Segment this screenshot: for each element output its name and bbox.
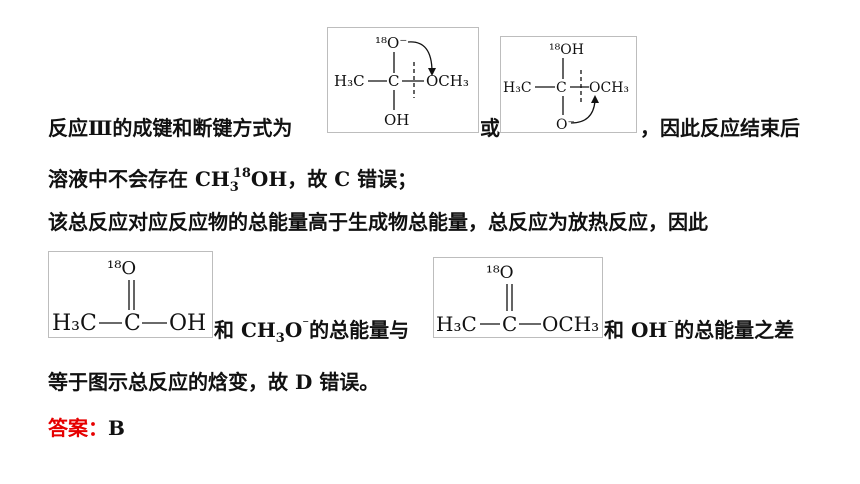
structure-3: ¹⁸O H₃C C OH — [48, 251, 213, 338]
structure-2: ¹⁸OH H₃C C OCH₃ O⁻ — [500, 36, 637, 133]
line4-part1: 和 CH3O⁻的总能量与 — [214, 314, 410, 346]
line2: 溶液中不会存在 CH318OH，故 C 错误； — [48, 163, 418, 195]
line2-letter: C — [334, 167, 351, 191]
s3-top: ¹⁸O — [107, 258, 136, 279]
answer-line: 答案：B — [48, 412, 125, 441]
answer-label: 答案： — [48, 416, 108, 440]
structure-4: ¹⁸O H₃C C OCH₃ — [433, 257, 603, 338]
s3-center: C — [124, 311, 141, 336]
s4-center: C — [502, 312, 517, 336]
s1-center: C — [388, 72, 399, 90]
line4-part2: 和 OH⁻的总能量之差 — [604, 314, 794, 343]
s1-left: H₃C — [334, 72, 365, 90]
line4-post: 的总能量之差 — [674, 318, 795, 342]
s1-bottom: OH — [384, 111, 409, 129]
s2-right: OCH₃ — [589, 80, 629, 96]
line4-and1: 和 CH — [214, 318, 276, 342]
line4-o: O — [284, 318, 303, 342]
s2-top: ¹⁸OH — [549, 42, 584, 58]
answer-value: B — [108, 416, 125, 440]
line3: 该总反应对应反应物的总能量高于生成物总能量，总反应为放热反应，因此 — [48, 210, 708, 234]
line4-sub1: 3 — [275, 331, 285, 346]
line2-pre: 溶液中不会存在 CH — [48, 167, 230, 191]
line4-minus: ⁻ — [302, 317, 310, 332]
s1-right: OCH₃ — [426, 72, 469, 90]
line4-minus2: ⁻ — [667, 317, 675, 332]
s3-right: OH — [169, 311, 206, 336]
line2-sub: 3 — [229, 180, 239, 195]
line5: 等于图示总反应的焓变，故 D 错误。 — [48, 370, 380, 394]
line2-post: 错误； — [350, 167, 418, 191]
line1-pre: 反应Ⅲ的成键和断键方式为 — [48, 116, 293, 140]
s4-left: H₃C — [436, 312, 477, 336]
line4-and2: 和 OH — [604, 318, 668, 342]
s4-top: ¹⁸O — [486, 263, 514, 283]
s2-center: C — [556, 80, 567, 96]
line4-mid: 的总能量与 — [309, 318, 410, 342]
line2-sup: 18 — [232, 166, 251, 181]
s2-bottom: O⁻ — [556, 117, 575, 132]
line1-post: ，因此反应结束后 — [640, 116, 800, 140]
s2-left: H₃C — [503, 80, 532, 96]
line2-mid: OH，故 — [250, 167, 335, 191]
s4-right: OCH₃ — [542, 312, 599, 336]
line1-or: 或 — [480, 116, 500, 140]
structure-1: ¹⁸O⁻ H₃C C OCH₃ OH — [327, 27, 479, 133]
s3-left: H₃C — [52, 311, 97, 336]
s1-top: ¹⁸O⁻ — [375, 34, 407, 52]
